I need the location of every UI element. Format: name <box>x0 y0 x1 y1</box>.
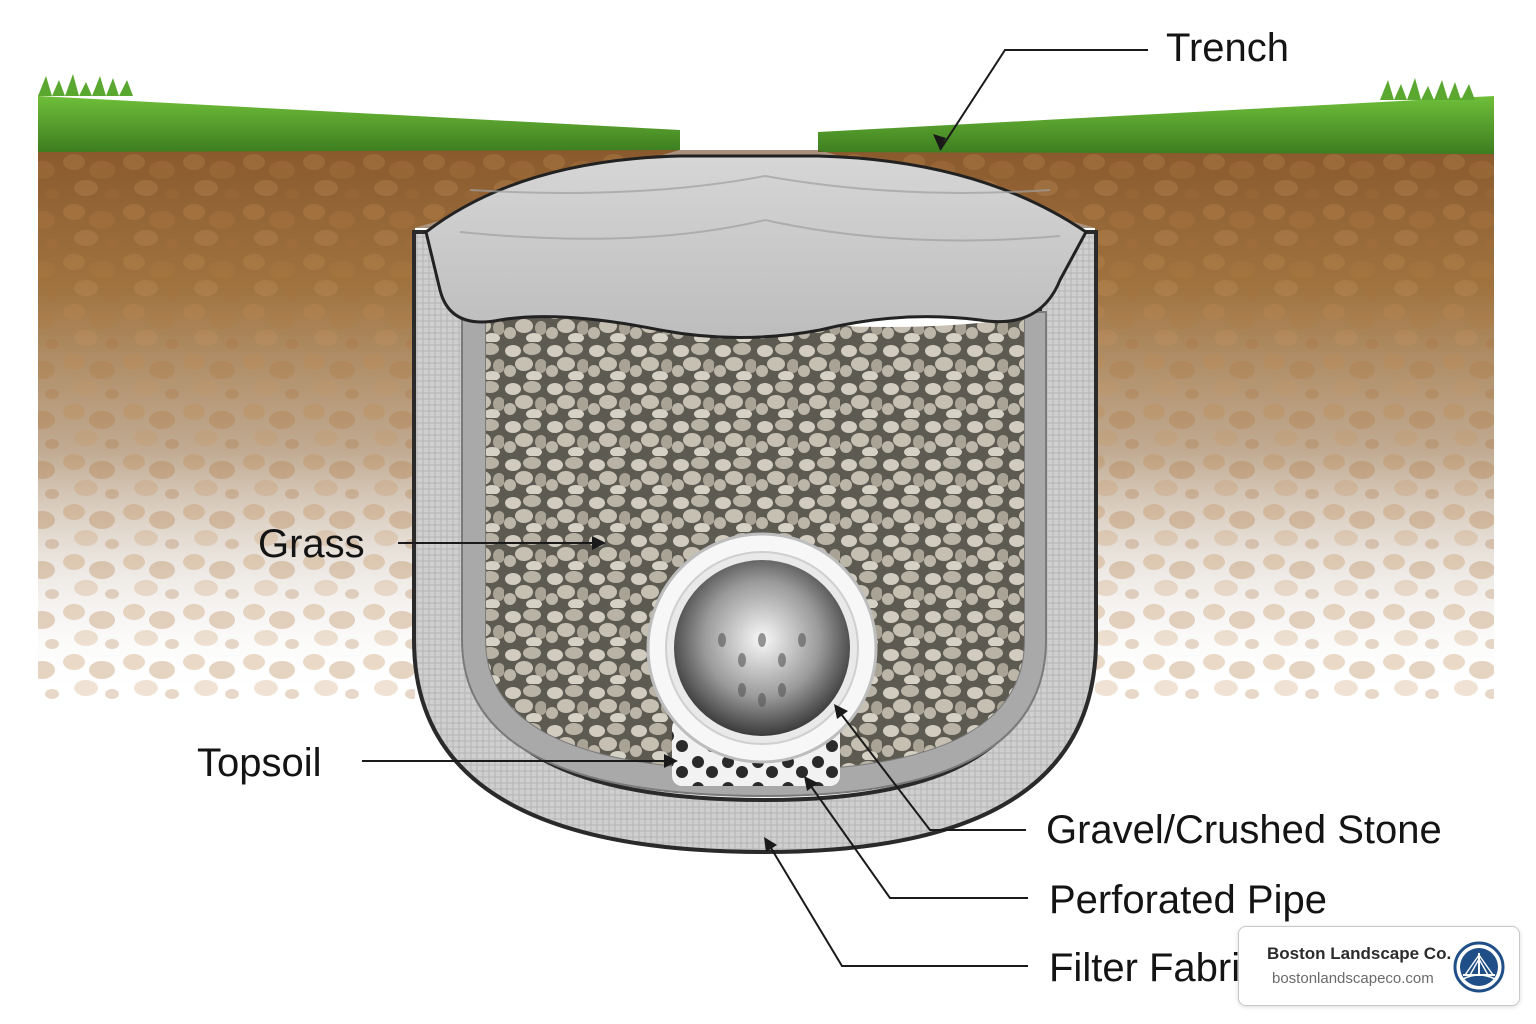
brand-name: Boston Landscape Co. <box>1267 944 1452 963</box>
label-topsoil: Topsoil <box>197 741 322 785</box>
leader-pipe <box>807 781 1028 899</box>
filter-fabric-outer <box>412 230 1098 855</box>
leader-gravel <box>837 709 1026 831</box>
brand-card[interactable]: Boston Landscape Co. bostonlandscapeco.c… <box>1238 926 1520 1006</box>
soil-layer <box>38 150 1494 700</box>
label-filter-fabric: Filter Fabric <box>1049 946 1261 990</box>
leader-trench <box>939 49 1148 151</box>
leader-arrowheads <box>592 134 946 852</box>
brand-url[interactable]: bostonlandscapeco.com <box>1272 970 1434 987</box>
filter-fabric-top <box>424 154 1088 339</box>
perforated-pipe <box>646 532 878 764</box>
grass-layer <box>38 74 1494 154</box>
leader-lines <box>362 49 1148 967</box>
label-gravel: Gravel/Crushed Stone <box>1046 808 1442 852</box>
label-grass: Grass <box>258 522 365 566</box>
label-perforated-pipe: Perforated Pipe <box>1049 878 1327 922</box>
bridge-logo-icon <box>1453 941 1505 993</box>
leader-fabric <box>767 842 1028 967</box>
label-trench: Trench <box>1166 26 1290 70</box>
